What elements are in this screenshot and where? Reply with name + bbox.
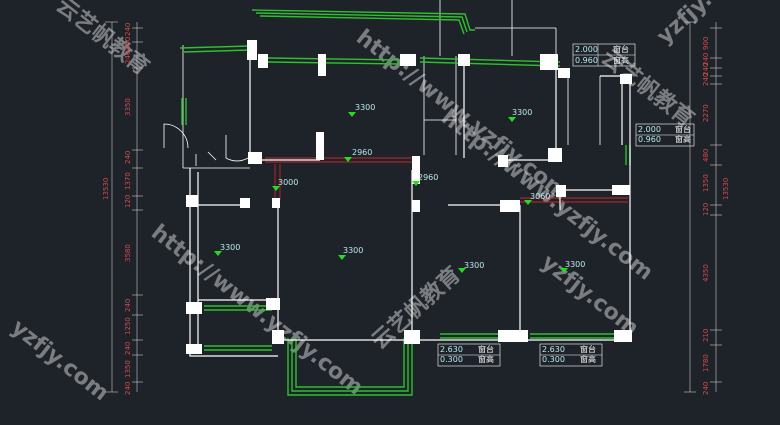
window-height-label: 窗高 [580,354,596,364]
window-height-label: 窗高 [613,55,629,65]
right-dim-segment: 210 [702,329,710,342]
right-dim-segment: 240 [702,73,710,86]
height-label: 3300 [464,261,484,270]
left-dim-segment: 240 [124,299,132,312]
beams-layer [265,157,628,203]
window-tag-3: 2.630 窗台 0.300 窗高 [437,343,501,367]
left-dim-segment: 3580 [124,244,132,262]
left-dim-segment: 240 [124,342,132,355]
height-label: 3060 [530,192,550,201]
window-sill-value: 2.000 [575,45,598,54]
right-dimension-chain [684,21,722,393]
window-sill-value: 2.630 [440,345,463,354]
window-height-label: 窗高 [675,134,691,144]
right-dim-segment: 1350 [702,174,710,192]
watermark-layer: 云艺帆教育 http://www.yzfjy.com 云艺帆教育 yzfjy.c… [6,0,755,406]
left-dim-segment: 240 [124,151,132,164]
height-label: 3000 [278,178,298,187]
left-dim-segment: 120 [124,195,132,208]
watermark-name: 云艺帆教育 [51,0,154,80]
window-height-label: 窗高 [478,354,494,364]
right-dim-segment: 120 [702,203,710,216]
height-markers: 3300 3300 2960 3000 2960 3060 3300 3300 … [214,103,585,273]
left-dim-segment: 1350 [124,360,132,378]
windows-layer [179,9,631,396]
right-dim-segment: 1780 [702,354,710,372]
right-dim-segment: 240 [702,382,710,395]
window-height-value: 0.960 [575,56,598,65]
left-dim-segment: 850 [124,37,132,50]
window-sill-value: 2.630 [542,345,565,354]
right-dim-segment: 2270 [702,104,710,122]
right-dim-segment: 240 [702,63,710,76]
window-sill-value: 2.000 [638,125,661,134]
height-label: 3300 [220,243,240,252]
window-height-value: 0.300 [542,355,565,364]
right-dim-segment: 480 [702,149,710,162]
height-label: 2960 [352,148,372,157]
window-height-value: 0.960 [638,135,661,144]
right-dim-segment: 900 [702,37,710,50]
left-dimension-chain [105,21,143,393]
left-dim-segment: 240 [124,382,132,395]
window-sill-label: 窗台 [478,344,494,354]
window-height-value: 0.300 [440,355,463,364]
watermark-name: 云艺帆教育 [596,44,699,132]
left-dim-segment: 1370 [124,172,132,190]
left-dim-segment: 1250 [124,317,132,335]
height-label: 3300 [343,246,363,255]
window-tag-1: 2.000 窗台 0.960 窗高 [572,43,636,67]
thin-lines [182,0,601,169]
window-tag-2: 2.000 窗台 0.960 窗高 [635,123,695,147]
height-label: 2960 [418,173,438,182]
height-label: 3300 [355,103,375,112]
columns-layer [186,40,632,354]
doors-layer [163,123,249,166]
watermark-short: yzfjy.com [6,315,113,406]
left-dim-segment: 240 [124,23,132,36]
window-tag-4: 2.630 窗台 0.300 窗高 [539,343,603,367]
left-dim-segment: 240 [124,51,132,64]
left-overall-dimension: 13530 [102,178,110,200]
window-sill-label: 窗台 [613,44,629,54]
right-dim-segment: 4350 [702,264,710,282]
left-dim-segment: 3350 [124,98,132,116]
right-dim-segment: 240 [702,53,710,66]
height-label: 3300 [565,260,585,269]
right-overall-dimension: 13530 [722,178,730,200]
height-label: 3300 [512,108,532,117]
window-sill-label: 窗台 [675,124,691,134]
window-sill-label: 窗台 [580,344,596,354]
